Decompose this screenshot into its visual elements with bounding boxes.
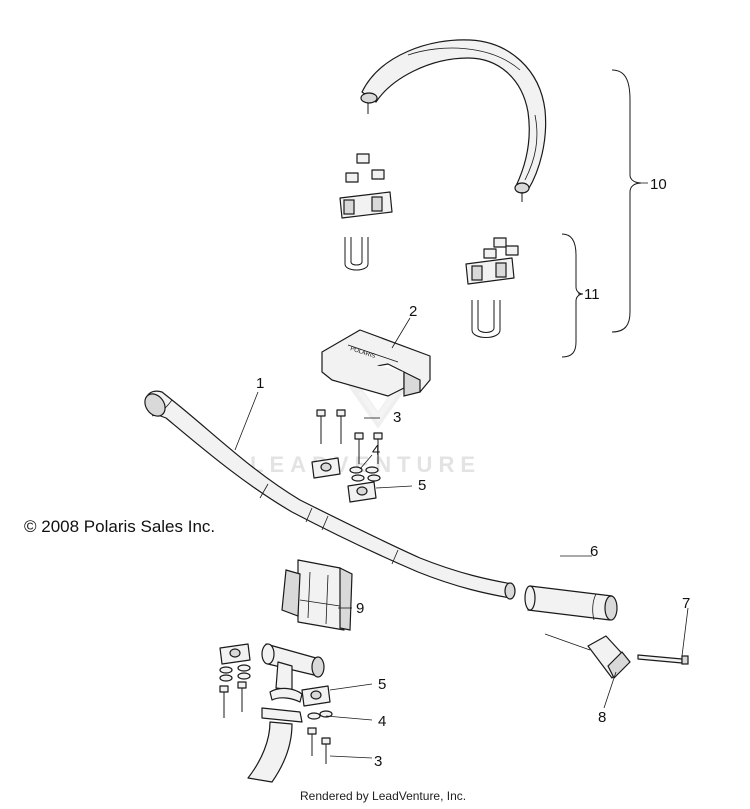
callout-1: 1	[256, 375, 264, 392]
callout-5-lower: 5	[378, 676, 386, 693]
callout-11: 11	[584, 286, 600, 303]
callout-7: 7	[682, 595, 690, 612]
callout-2: 2	[409, 303, 417, 320]
steering-post[interactable]	[247, 643, 325, 783]
clamps-upper[interactable]	[311, 457, 377, 503]
hand-guard-arc[interactable]	[360, 39, 547, 202]
callout-4-upper: 4	[372, 442, 380, 459]
copyright-text: © 2008 Polaris Sales Inc.	[24, 517, 215, 536]
clamp-set-right[interactable]	[465, 237, 519, 338]
clamps-lower-left[interactable]	[219, 643, 251, 718]
crossbar-pad[interactable]: POLARIS	[321, 329, 431, 397]
clamps-lower-right[interactable]	[301, 685, 333, 764]
watermark-text: LEADVENTURE	[250, 452, 481, 477]
end-cap[interactable]	[544, 633, 631, 680]
washers-upper[interactable]	[349, 466, 381, 482]
bolts-upper[interactable]	[316, 409, 383, 464]
callout-9: 9	[356, 600, 364, 617]
callout-8: 8	[598, 709, 606, 726]
callout-5-upper: 5	[418, 477, 426, 494]
callout-3-upper: 3	[393, 409, 401, 426]
callout-10: 10	[650, 176, 667, 193]
bracket-10	[611, 69, 642, 333]
handlebar[interactable]	[141, 390, 516, 600]
grip[interactable]	[524, 585, 618, 621]
callout-4-lower: 4	[378, 713, 386, 730]
leader-lines	[234, 182, 689, 759]
mount-pad[interactable]	[281, 559, 353, 631]
pin[interactable]	[637, 654, 689, 665]
bracket-11	[561, 233, 584, 358]
callout-3-lower: 3	[374, 753, 382, 770]
callout-6: 6	[590, 543, 598, 560]
upper-clamp-left[interactable]	[339, 153, 393, 271]
footer-text: Rendered by LeadVenture, Inc.	[300, 789, 466, 803]
